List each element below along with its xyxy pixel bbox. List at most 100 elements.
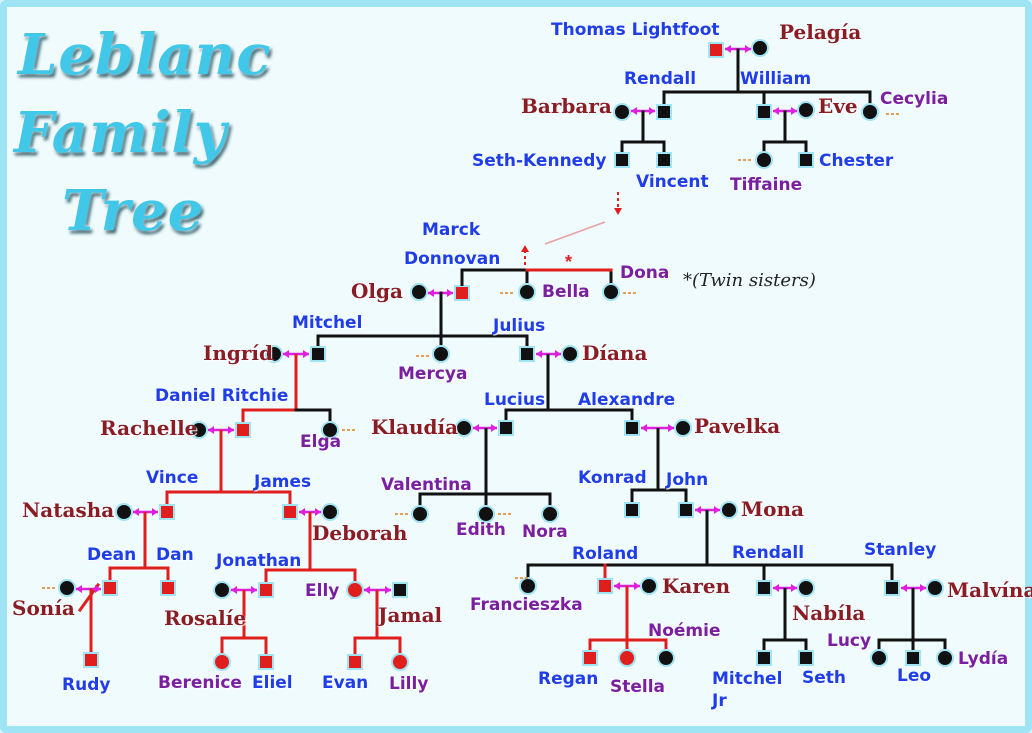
name-label-lilly: Lilly [389, 674, 429, 694]
rachelle-node [190, 421, 208, 439]
mercya-node [432, 345, 450, 363]
barbara-node [613, 103, 631, 121]
name-label-john: John [666, 470, 709, 490]
connector-line [504, 354, 550, 426]
connector-line [353, 590, 379, 660]
name-label-bella: Bella [542, 282, 590, 302]
title-line-3: Tree [62, 178, 205, 244]
name-label-dan: Dan [156, 545, 194, 565]
name-label-donnovan: Donnovan [404, 249, 501, 269]
marriage-arrow [714, 506, 720, 514]
name-label-cecylia: Cecylia [880, 89, 949, 109]
name-label-vincent: Vincent [636, 172, 709, 192]
regan-node [582, 650, 598, 666]
connector-line [264, 512, 312, 588]
james-node [282, 504, 298, 520]
name-label-olga: Olga [351, 279, 403, 303]
connector-line [526, 510, 709, 584]
deborah-node [321, 503, 339, 521]
stella-node [618, 649, 636, 667]
name-label-mona: Mona [741, 497, 804, 521]
name-label-lucy: Lucy [827, 631, 872, 651]
lucy-node [870, 649, 888, 667]
william-node [756, 104, 772, 120]
marriage-arrow [725, 45, 731, 53]
marriage-arrow [251, 586, 257, 594]
donnovan-node [454, 285, 470, 301]
name-label-julius: Julius [493, 316, 546, 336]
marriage-arrow [133, 508, 139, 516]
pelagia-node [751, 39, 769, 57]
edith-node [477, 505, 495, 523]
marriage-arrow [231, 586, 237, 594]
name-label-rudy: Rudy [62, 675, 111, 695]
name-label-stanley: Stanley [864, 540, 937, 560]
marriage-arrow [473, 424, 479, 432]
bella-node [518, 283, 536, 301]
marriage-arrow [95, 585, 101, 593]
marriage-arrow [299, 508, 305, 516]
connector-line [630, 428, 660, 508]
rendall1-node [656, 104, 672, 120]
name-label-konrad: Konrad [578, 468, 647, 488]
name-label-tiffaine: Tiffaine [730, 175, 803, 195]
evan-node [347, 654, 363, 670]
marriage-arrow [428, 289, 434, 297]
name-label-leo: Leo [897, 666, 932, 686]
eve-node [797, 101, 815, 119]
marriage-arrow [385, 586, 391, 594]
name-label-diana: Díana [582, 341, 648, 365]
nora-node [541, 505, 559, 523]
connector-line [877, 588, 915, 656]
pavelka-node [674, 419, 692, 437]
name-label-rendall1: Rendall [624, 69, 697, 89]
name-label-seth: Seth [802, 668, 847, 688]
name-label-ingrid: Ingríd [203, 341, 273, 365]
ingrid-node [265, 345, 283, 363]
name-label-dona: Dona [620, 263, 670, 283]
name-label-sonia: Sonía [12, 596, 75, 620]
mitchel-node [310, 346, 326, 362]
connector-line [418, 428, 488, 512]
konrad-node [624, 502, 640, 518]
nabila-node [797, 579, 815, 597]
sethkennedy-node [614, 152, 630, 168]
name-label-pelagia: Pelagía [779, 20, 862, 44]
danielritchie-node [235, 422, 251, 438]
diana-node [561, 345, 579, 363]
name-label-mitcheljr: Mitchel Jr [712, 669, 783, 711]
name-label-noemie: Noémie [648, 621, 721, 641]
name-label-lucius: Lucius [484, 390, 546, 410]
valentina-node [411, 505, 429, 523]
name-label-jamal: Jamal [378, 603, 443, 627]
connector-line [762, 588, 787, 656]
marriage-arrow [668, 424, 674, 432]
marriage-arrow [649, 107, 655, 115]
berenice-node [213, 653, 231, 671]
name-label-pavelka: Pavelka [694, 414, 781, 438]
title-line-1: Leblanc [18, 22, 272, 88]
karen-node [640, 577, 658, 595]
marriage-arrow [920, 584, 926, 592]
marriage-arrow [283, 350, 289, 358]
lydia-node [936, 649, 954, 667]
twin-sisters-note: *(Twin sisters) [683, 270, 816, 291]
name-label-chester: Chester [819, 151, 894, 171]
marriage-arrow [901, 584, 907, 592]
eliel-node [258, 654, 274, 670]
lilly-node [391, 653, 409, 671]
name-label-thomas: Thomas Lightfoot [551, 20, 720, 40]
name-label-roland: Roland [572, 544, 639, 564]
dona-node [602, 283, 620, 301]
marriage-arrow [555, 350, 561, 358]
name-label-karen: Karen [662, 574, 731, 598]
sonia-node [58, 579, 76, 597]
vincent-node [656, 152, 672, 168]
name-label-barbara: Barbara [521, 94, 612, 118]
rendall2-node [756, 580, 772, 596]
connector-line [588, 586, 629, 656]
name-label-deborah: Deborah [312, 521, 408, 545]
name-label-natasha: Natasha [22, 498, 115, 522]
marriage-arrow [364, 586, 370, 594]
